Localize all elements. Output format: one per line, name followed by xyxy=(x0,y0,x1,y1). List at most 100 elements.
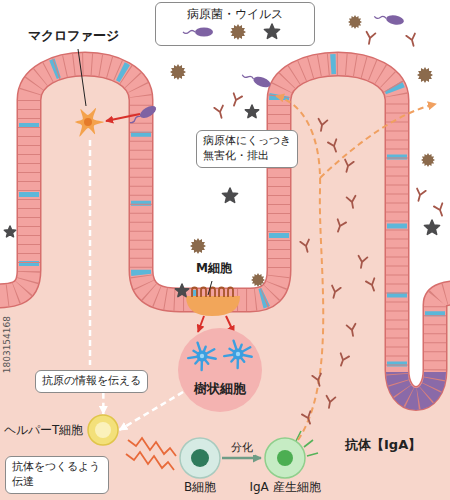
cell-nucleus xyxy=(191,449,209,467)
flagellum xyxy=(374,15,386,20)
cell-nucleus xyxy=(277,450,293,466)
antibody xyxy=(328,139,340,153)
part-name: マクロファージ xyxy=(28,28,119,44)
cell-body xyxy=(88,415,118,445)
bacterium xyxy=(128,104,158,127)
signal-zigzag xyxy=(128,438,176,456)
dendritic-area-fill xyxy=(178,328,262,412)
paneth-cells xyxy=(397,372,435,399)
legend-icons xyxy=(160,23,310,41)
virus-group xyxy=(264,24,279,38)
cell-body xyxy=(265,438,305,478)
helper-t-cell: ヘルパーT細胞 xyxy=(4,414,119,446)
flagellum xyxy=(129,115,141,124)
virus-star xyxy=(175,284,188,297)
bacterium-body xyxy=(138,104,158,121)
antibody xyxy=(347,324,358,337)
flagellum xyxy=(183,31,195,34)
flagellum xyxy=(242,73,254,80)
antibody xyxy=(329,286,341,299)
virus-spiky xyxy=(170,64,186,80)
bacterium-body xyxy=(195,28,213,37)
virus-spiky xyxy=(230,24,246,40)
node-text: 病原菌・ウイルス xyxy=(162,6,308,22)
iga-plasma-cell: IgA 産生細胞 xyxy=(249,436,320,495)
edge-label: 分化 xyxy=(229,441,255,455)
cell-body xyxy=(180,438,220,478)
antibody xyxy=(337,353,349,367)
m-cell-microfolds xyxy=(192,288,233,298)
antibody xyxy=(366,278,378,292)
antibody xyxy=(325,396,336,409)
node-text: IgA 産生細胞 xyxy=(249,480,320,495)
leader-line xyxy=(78,49,86,106)
bacterium xyxy=(374,12,405,26)
callout-box: 抗原の情報を伝える xyxy=(35,370,148,393)
callout-box: 病原体にくっつき 無害化・排出 xyxy=(196,130,298,168)
callout-box: 抗体をつくるよう 伝達 xyxy=(5,456,109,494)
dashed-arrow xyxy=(119,392,183,430)
dendritic-cell-body xyxy=(233,349,244,360)
virus-star xyxy=(4,226,15,237)
antibody xyxy=(434,203,446,217)
node-text: 樹状細胞 xyxy=(194,380,246,398)
antibody xyxy=(302,411,314,425)
antibody xyxy=(312,374,324,387)
antibody xyxy=(317,119,328,132)
antibody xyxy=(300,240,312,253)
circle-outline xyxy=(178,328,262,412)
virus-spiky xyxy=(251,273,265,287)
macrophage-nucleus xyxy=(84,118,92,126)
pathogens xyxy=(4,12,439,297)
cell-icon xyxy=(87,414,119,446)
node-text: 抗体をつくるよう 伝達 xyxy=(12,460,102,490)
virus-group xyxy=(4,105,439,297)
virus-spiky xyxy=(348,15,362,29)
antibody xyxy=(347,196,358,209)
cell-icon xyxy=(263,436,307,480)
bacterium xyxy=(183,28,213,37)
bacterium-body xyxy=(252,75,272,90)
bacterium xyxy=(241,71,272,90)
virus-star xyxy=(264,24,279,38)
node-text: B細胞 xyxy=(184,480,216,495)
antibody xyxy=(334,219,346,233)
virus-star xyxy=(424,220,439,234)
transport-arrow xyxy=(198,316,204,332)
dendritic-cell-body xyxy=(197,351,208,362)
cell-nucleus xyxy=(95,422,111,438)
legend-box: 病原菌・ウイルス xyxy=(155,2,315,46)
macrophage xyxy=(75,108,104,137)
dashed-arrow xyxy=(102,393,105,414)
part-name: 抗体【IgA】 xyxy=(345,437,421,453)
node-text: 抗原の情報を伝える xyxy=(42,374,141,389)
antibody xyxy=(342,160,354,173)
bacteria-group xyxy=(183,28,213,37)
antibody xyxy=(365,32,376,45)
cell-icon xyxy=(178,436,222,480)
virus-spiky xyxy=(421,153,435,167)
virus-group xyxy=(170,15,435,287)
b-cell: B細胞 xyxy=(178,436,222,495)
signal-zigzag xyxy=(126,452,174,470)
virus-star xyxy=(245,105,258,118)
antibody xyxy=(414,189,426,202)
leader-line xyxy=(208,281,212,295)
antibody xyxy=(230,93,242,107)
antibody xyxy=(357,256,368,269)
node-text: 病原体にくっつき 無害化・排出 xyxy=(203,134,291,164)
differentiation-arrow xyxy=(222,457,261,460)
virus-group xyxy=(230,24,246,40)
dendritic-cell-area: 樹状細胞 xyxy=(178,328,262,412)
part-name: M細胞 xyxy=(196,261,232,276)
virus-star xyxy=(222,188,237,202)
virus-spiky xyxy=(417,67,433,83)
antigen-info-line xyxy=(89,140,92,365)
bacterium-body xyxy=(385,14,404,26)
antibody-route xyxy=(320,104,436,178)
antibody xyxy=(406,34,418,47)
dendritic-cell-nucleus xyxy=(236,352,240,356)
node-text: ヘルパーT細胞 xyxy=(4,423,83,438)
virus-spiky xyxy=(190,238,206,254)
